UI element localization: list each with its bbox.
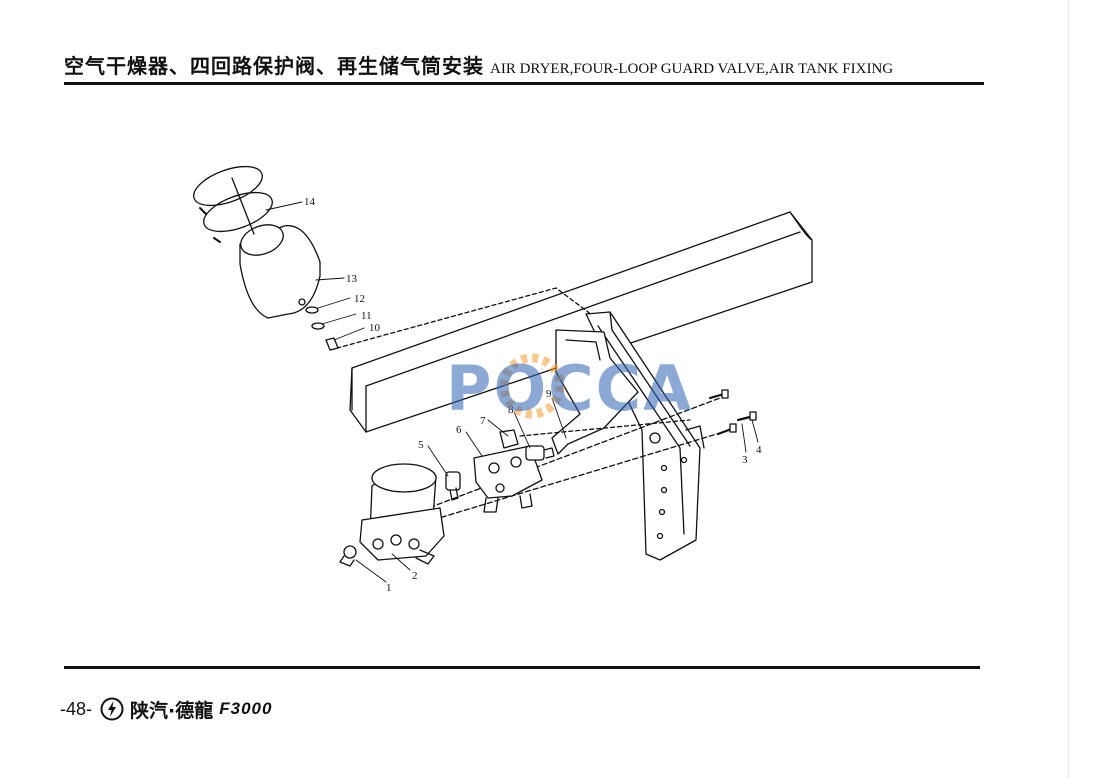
callout-14: 14 (304, 196, 316, 208)
callout-13: 13 (346, 273, 358, 285)
callout-6: 6 (456, 424, 462, 436)
callout-7: 7 (480, 415, 486, 427)
page-title: 空气干燥器、四回路保护阀、再生储气筒安装 AIR DRYER,FOUR-LOOP … (64, 52, 984, 83)
callout-2: 2 (412, 570, 418, 582)
watermark: POCCA (446, 352, 693, 425)
callout-10: 10 (369, 322, 381, 334)
air-dryer (359, 463, 445, 565)
shaanxi-automobile-logo-icon (100, 697, 124, 721)
pipe-fittings (445, 429, 555, 501)
callout-9: 9 (546, 388, 552, 400)
callout-11: 11 (361, 310, 372, 322)
brand-name: 陕汽·德龍 (130, 699, 214, 722)
air-tank (239, 224, 321, 319)
bolts (708, 389, 757, 436)
footer: -48- 陕汽·德龍 F3000 (60, 694, 272, 724)
callout-8: 8 (508, 404, 514, 416)
callout-5: 5 (418, 439, 424, 451)
drain-valve (339, 545, 357, 567)
header-rule (64, 82, 984, 85)
leader-lines (265, 201, 759, 583)
callout-numbers: 1 2 3 4 5 6 7 8 9 10 11 12 13 14 (304, 196, 762, 594)
page-number: -48- (60, 698, 93, 719)
callout-1: 1 (386, 582, 392, 594)
watermark-text: POCCA (446, 352, 693, 425)
support-plate (551, 329, 639, 455)
brand-model: F3000 (219, 699, 273, 718)
page-title-english: AIR DRYER,FOUR-LOOP GUARD VALVE,AIR TANK… (490, 61, 894, 77)
page-title-chinese: 空气干燥器、四回路保护阀、再生储气筒安装 (64, 54, 484, 78)
callout-12: 12 (354, 293, 365, 305)
drain-plug-parts (305, 306, 339, 351)
footer-rule (64, 666, 980, 669)
mounting-bracket (585, 311, 705, 561)
callout-4: 4 (756, 444, 762, 456)
callout-3: 3 (742, 454, 748, 466)
clamp-bands (193, 165, 273, 243)
page-edge (1068, 0, 1069, 778)
